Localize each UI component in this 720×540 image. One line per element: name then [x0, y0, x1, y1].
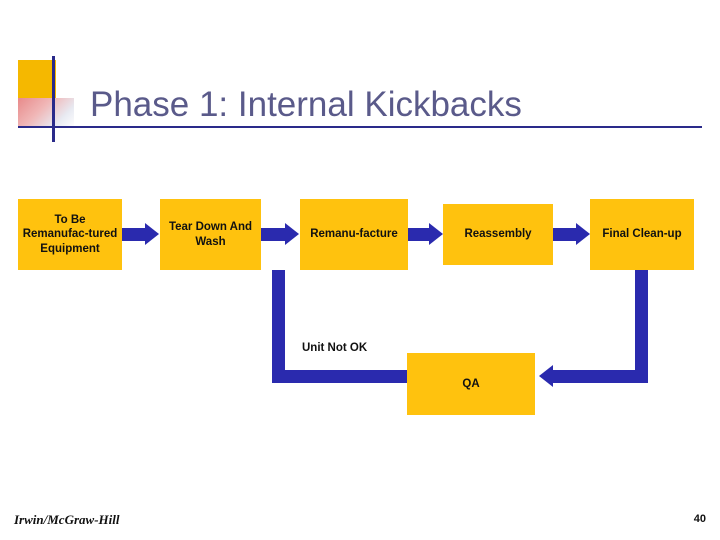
footer-publisher: Irwin/McGraw-Hill: [14, 512, 120, 527]
arrow-n1-to-n2-head-icon: [145, 223, 159, 245]
node-label: Remanu-facture: [310, 228, 398, 241]
title-vertical-rule: [52, 56, 55, 142]
arrow-n5-to-qa-vertical-shaft: [635, 270, 648, 383]
title-accent-gradient: [18, 98, 74, 128]
arrow-n3-to-qa-horizontal-shaft: [272, 370, 412, 383]
node-label: Final Clean-up: [602, 228, 682, 241]
node-remanufacture: Remanu-facture: [300, 199, 408, 270]
node-label: Tear Down And Wash: [168, 221, 253, 248]
arrow-n2-to-n3-shaft: [261, 228, 288, 241]
arrow-n4-to-n5-head-icon: [576, 223, 590, 245]
arrow-n2-to-n3-head-icon: [285, 223, 299, 245]
slide-number: 40: [693, 513, 706, 525]
title-accent-square: [18, 60, 56, 98]
arrow-n5-to-qa-head-icon: [539, 365, 553, 387]
title-horizontal-rule: [18, 126, 702, 128]
arrow-n3-to-n4-head-icon: [429, 223, 443, 245]
node-tear-down-and-wash: Tear Down And Wash: [160, 199, 261, 270]
arrow-n3-to-qa-vertical-shaft: [272, 270, 285, 383]
node-to-be-remanufactured-equipment: To Be Remanufac-tured Equipment: [18, 199, 122, 270]
arrow-n1-to-n2-shaft: [122, 228, 148, 241]
node-qa: QA: [407, 353, 535, 415]
node-label: QA: [462, 377, 480, 390]
arrow-n5-to-qa-horizontal-shaft: [552, 370, 648, 383]
node-reassembly: Reassembly: [443, 204, 553, 265]
page-title: Phase 1: Internal Kickbacks: [90, 85, 522, 125]
node-label: Reassembly: [464, 228, 532, 241]
arrow-n4-to-n5-shaft: [553, 228, 579, 241]
edge-label-unit-not-ok: Unit Not OK: [302, 342, 368, 354]
arrow-n3-to-n4-shaft: [408, 228, 432, 241]
node-final-clean-up: Final Clean-up: [590, 199, 694, 270]
node-label: To Be Remanufac-tured Equipment: [22, 213, 118, 255]
